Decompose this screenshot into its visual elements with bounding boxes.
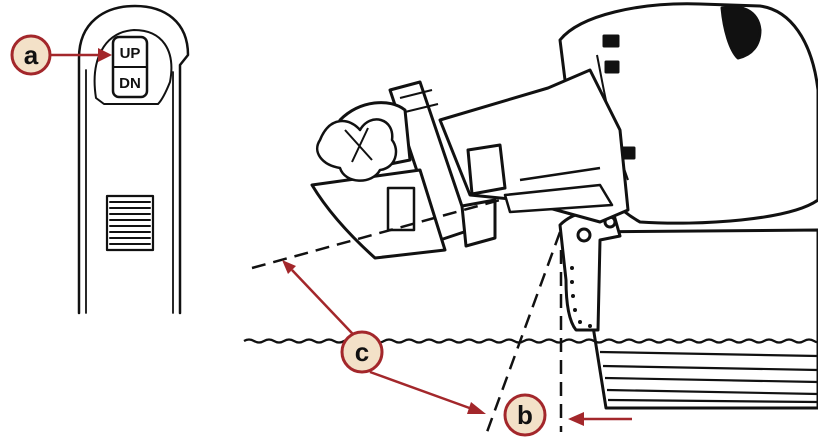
callout-c: c	[282, 260, 486, 414]
callout-c-label: c	[355, 337, 369, 367]
trim-reference-lines	[251, 198, 563, 433]
arrow-head-icon	[467, 402, 486, 414]
switch-up-label: UP	[120, 45, 141, 62]
arrow-head-icon	[568, 412, 584, 426]
callout-b: b	[503, 393, 632, 437]
arrow-head-icon	[98, 48, 112, 62]
trim-switch-handle	[77, 4, 190, 315]
motor-lower-unit	[310, 101, 447, 260]
waterline	[243, 338, 818, 344]
trim-rocker-switch: UP DN	[111, 35, 149, 99]
grip-ribs	[109, 201, 151, 245]
arrow-head-icon	[282, 260, 296, 274]
callout-b-label: b	[517, 400, 533, 430]
callout-a-label: a	[24, 40, 39, 70]
tilted-vertical-line	[485, 231, 562, 433]
boat-hull	[576, 228, 818, 410]
switch-down-label: DN	[119, 75, 141, 92]
callout-a: a	[10, 34, 112, 76]
